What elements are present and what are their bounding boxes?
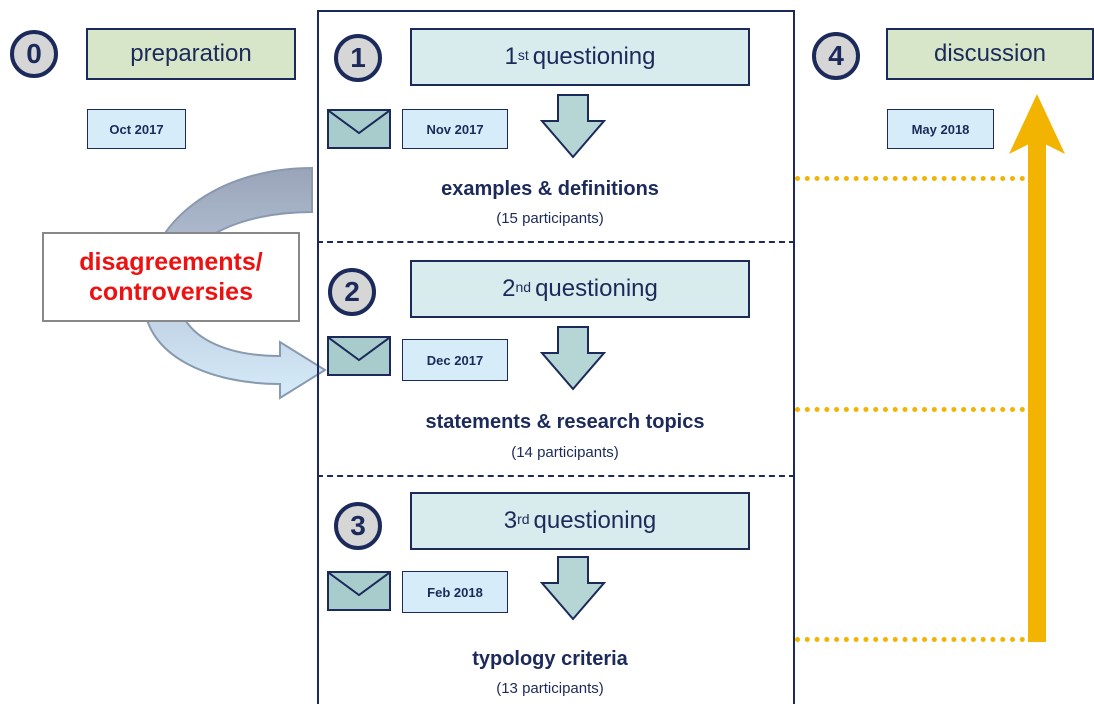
discussion-label: discussion (933, 40, 1047, 67)
questioning-1-ordinal: 1 (504, 43, 518, 70)
step-1-number: 1 (350, 42, 366, 73)
preparation-label: preparation (130, 40, 252, 67)
controversy-line-1: disagreements/ (79, 248, 263, 276)
questioning-1-date: Nov 2017 (402, 109, 508, 149)
questioning-3-date-text: Feb 2018 (427, 584, 483, 600)
questioning-2-participants: (14 participants) (511, 444, 619, 461)
preparation-box: preparation (86, 28, 296, 80)
questioning-1-label: questioning (532, 43, 656, 70)
discussion-date-text: May 2018 (911, 121, 970, 137)
controversy-box: disagreements/ controversies (42, 232, 300, 322)
questioning-3-participants: (13 participants) (496, 680, 604, 697)
step-1-circle: 1 (334, 34, 382, 82)
questioning-3-label: questioning (533, 507, 657, 534)
step-2-circle: 2 (328, 268, 376, 316)
questioning-rounds-frame (317, 10, 795, 704)
mail-envelope-icon (327, 336, 391, 376)
questioning-1-result: examples & definitions (441, 178, 659, 200)
step-3-number: 3 (350, 510, 366, 541)
mail-envelope-icon (327, 571, 391, 611)
step-4-number: 4 (828, 40, 844, 71)
down-arrow-icon (540, 556, 606, 621)
mail-envelope-icon (327, 109, 391, 149)
connector-round-1 (795, 176, 1025, 181)
questioning-3-suffix: rd (517, 511, 530, 527)
round-divider-2 (317, 475, 795, 477)
preparation-date-text: Oct 2017 (109, 121, 164, 137)
preparation-date: Oct 2017 (87, 109, 186, 149)
questioning-3-date: Feb 2018 (402, 571, 508, 613)
questioning-1-date-text: Nov 2017 (426, 121, 484, 137)
questioning-1-suffix: st (517, 47, 529, 63)
discussion-box: discussion (886, 28, 1094, 80)
step-4-circle: 4 (812, 32, 860, 80)
up-arrow-icon (1009, 94, 1065, 642)
down-arrow-icon (540, 94, 606, 159)
step-0-number: 0 (26, 38, 42, 69)
questioning-2-result: statements & research topics (425, 411, 705, 433)
questioning-2-label: questioning (535, 275, 658, 302)
controversy-line-2: controversies (89, 278, 253, 306)
questioning-3-result: typology criteria (472, 648, 628, 670)
questioning-2-date: Dec 2017 (402, 339, 508, 381)
connector-round-3 (795, 637, 1025, 642)
connector-round-2 (795, 407, 1025, 412)
round-divider-1 (317, 241, 795, 243)
questioning-2-date-text: Dec 2017 (426, 352, 484, 368)
down-arrow-icon (540, 326, 606, 391)
questioning-1-participants: (15 participants) (496, 210, 604, 227)
step-2-number: 2 (344, 276, 360, 307)
step-0-circle: 0 (10, 30, 58, 78)
discussion-date: May 2018 (887, 109, 994, 149)
questioning-2-suffix: nd (515, 279, 532, 295)
questioning-3-ordinal: 3 (503, 507, 518, 534)
step-3-circle: 3 (334, 502, 382, 550)
questioning-2-ordinal: 2 (502, 275, 516, 302)
